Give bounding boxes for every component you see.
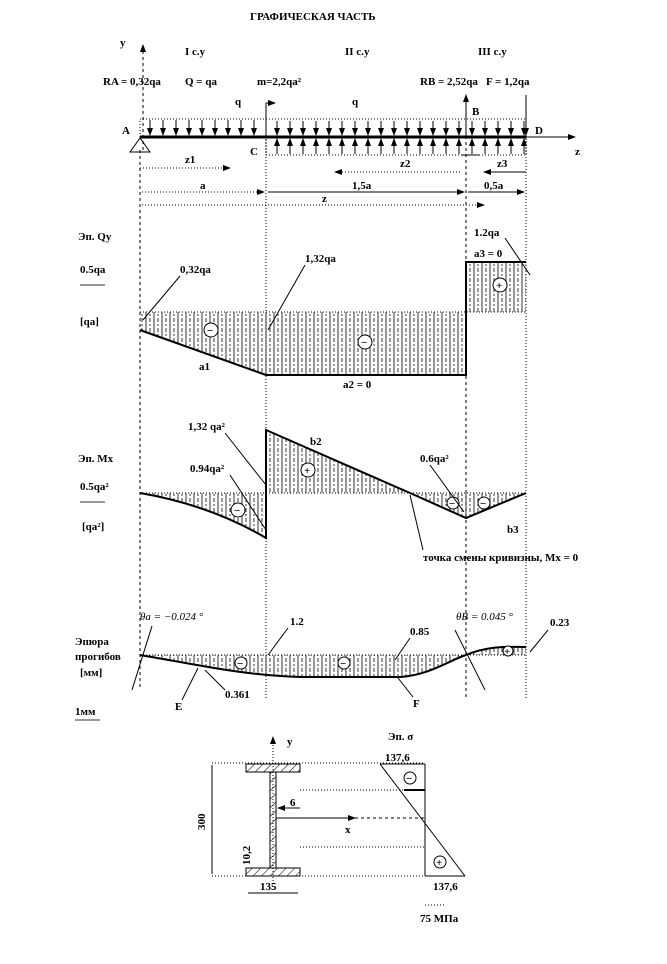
load-ra: RA = 0,32qa [103,76,161,88]
defl-value-0-23: 0.23 [550,617,570,629]
stress-sign-plus: + [436,857,442,869]
load-f: F = 1,2qa [486,76,530,88]
qy-sign-1: − [207,325,213,337]
pin-support-icon [129,137,151,153]
mx-b3: b3 [507,524,519,536]
load-m: m=2,2qa² [257,76,302,88]
coord-z1: z1 [185,154,195,166]
theta-a: θa = −0.024 ° [140,611,204,623]
defl-title-2: прогибов [75,651,121,663]
dim-a: a [200,180,206,192]
shear-force-diagram: Эп. Qy 0.5qa [qa] − − + 0,32qa 1,32qa 1.… [78,227,531,391]
section-3-label: III с.у [478,46,507,58]
defl-value-0-85: 0.85 [410,626,430,638]
point-c: C [250,146,258,158]
bending-moment-diagram: Эп. Mx 0.5qa² [qa²] − + − − 1,32 qa² 0.9… [78,421,579,564]
dim-1-5a: 1,5a [352,180,372,192]
qy-scale: 0.5qa [80,264,106,276]
coord-z2: z2 [400,158,411,170]
section-axis-y: y [287,736,293,748]
qy-sign-2: − [361,337,367,349]
qy-sign-3: + [496,280,502,292]
mx-sign-3: − [449,498,455,510]
defl-value-0-361: 0.361 [225,689,250,701]
mx-scale: 0.5qa² [80,481,109,493]
defl-sign-1: − [237,658,243,670]
theta-b: θB = 0.045 ° [456,611,514,623]
qy-a2: a2 = 0 [343,379,372,391]
qy-a1: a1 [199,361,210,373]
qy-value-1-2: 1.2qa [474,227,500,239]
mx-value-0-94: 0.94qa² [190,463,225,475]
mx-sign-2: + [304,465,310,477]
load-q: Q = qa [185,76,217,88]
coord-z3: z3 [497,158,508,170]
dim-flange: 10,2 [241,845,253,865]
stress-bottom-value: 137,6 [433,881,458,893]
defl-scale: 1мм [75,706,96,718]
qy-value-1-32: 1,32qa [305,253,336,265]
defl-value-1-2: 1.2 [290,616,304,628]
point-e: E [175,701,182,713]
defl-sign-3: + [504,646,510,658]
stress-top-value: 137,6 [385,752,410,764]
mx-unit: [qa²] [82,521,104,533]
axis-z-label: z [575,146,580,158]
qy-a3: a3 = 0 [474,248,503,260]
beam-scheme: y z I с.у II с.у III с.у RA = 0,32qa Q =… [103,37,580,208]
point-f: F [413,698,420,710]
mx-sign-1: − [234,505,240,517]
mx-value-1-32: 1,32 qa² [188,421,226,433]
qy-value-0-32: 0,32qa [180,264,211,276]
dim-width: 135 [260,881,277,893]
qy-unit: [qa] [80,316,99,328]
load-rb: RB = 2,52qa [420,76,478,88]
q2-label: q [352,96,359,108]
section-1-label: I с.у [185,46,206,58]
mx-value-0-6: 0.6qa² [420,453,449,465]
point-b: B [472,106,480,118]
deflection-diagram: Эпюра прогибов [мм] 1мм − − + θa = −0.02… [75,611,570,721]
stress-sign-minus: − [406,773,412,785]
axis-y-label: y [120,37,126,49]
dim-web: 6 [290,797,296,809]
dim-0-5a: 0,5a [484,180,504,192]
section-2-label: II с.у [345,46,370,58]
section-axis-x: x [345,824,351,836]
mx-sign-4: − [480,498,486,510]
dim-z: z [322,193,327,205]
point-a: A [122,125,130,137]
stress-scale: 75 МПа [420,913,459,925]
point-d: D [535,125,543,137]
qy-title: Эп. Qy [78,231,112,243]
defl-title-1: Эпюра [75,636,109,648]
defl-unit: [мм] [80,667,102,679]
q1-label: q [235,96,242,108]
page-title: ГРАФИЧЕСКАЯ ЧАСТЬ [250,11,376,23]
cross-section: y x 300 10,2 6 135 Эп. σ − + 137,6 137,6… [196,731,466,925]
section-guides [139,130,527,700]
defl-sign-2: − [340,658,346,670]
mx-inflection-note: точка смены кривизны, Mx = 0 [423,552,579,564]
mx-title: Эп. Mx [78,453,114,465]
dim-height: 300 [196,813,208,830]
stress-title: Эп. σ [388,731,413,743]
mx-b2: b2 [310,436,322,448]
